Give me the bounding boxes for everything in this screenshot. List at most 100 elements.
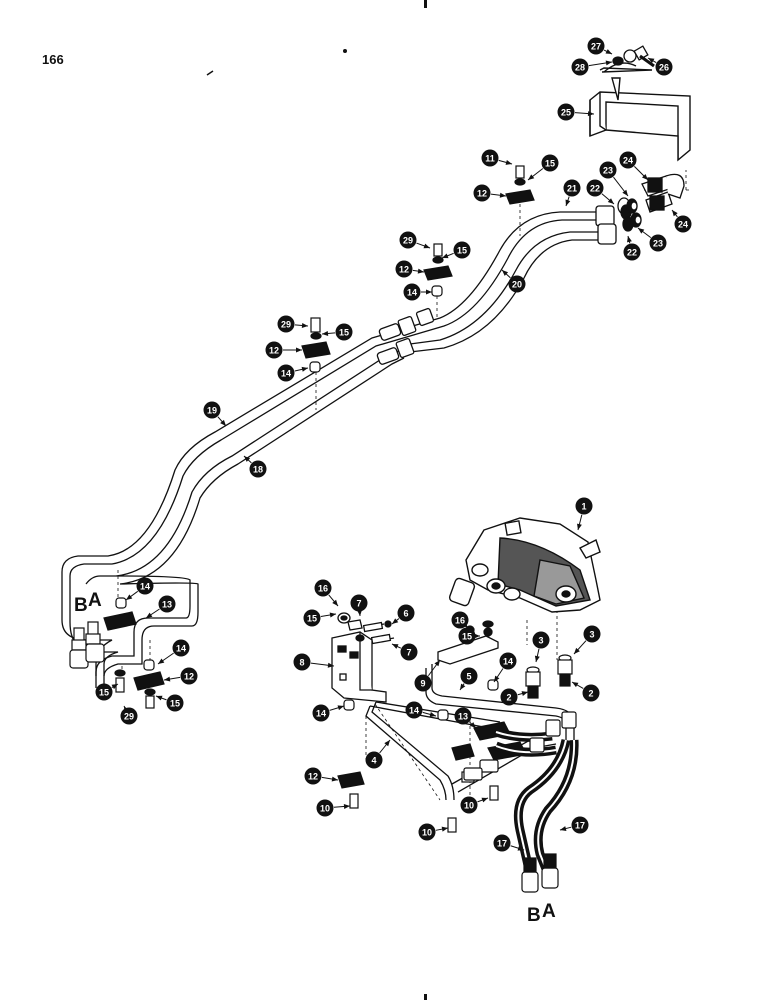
callout-15: 15 xyxy=(442,242,471,259)
callout-arrowhead xyxy=(500,193,506,198)
callout-arrowhead xyxy=(424,244,430,249)
callout-number: 12 xyxy=(399,265,409,275)
callout-arrowhead xyxy=(332,777,338,782)
callout-number: 29 xyxy=(281,320,291,330)
tube-nuts-middle xyxy=(377,308,434,365)
callout-number: 15 xyxy=(170,699,180,709)
callout-arrowhead xyxy=(418,269,424,274)
callout-number: 15 xyxy=(462,632,472,642)
port-label-left-b: B xyxy=(74,595,88,616)
callout-15: 15 xyxy=(96,684,119,701)
callout-19: 19 xyxy=(204,402,227,427)
callout-15: 15 xyxy=(156,695,184,712)
callout-number: 23 xyxy=(603,166,613,176)
callout-arrowhead xyxy=(506,160,512,165)
callout-3: 3 xyxy=(574,626,601,655)
callout-number: 11 xyxy=(485,154,495,164)
callout-number: 7 xyxy=(356,599,361,609)
callout-15: 15 xyxy=(322,324,353,341)
callout-number: 7 xyxy=(406,648,411,658)
callout-16: 16 xyxy=(315,580,339,607)
callout-arrowhead xyxy=(330,613,336,618)
callout-arrowhead xyxy=(126,594,132,600)
callout-14: 14 xyxy=(126,578,154,601)
port-label-left-a: A xyxy=(88,590,102,611)
callout-12: 12 xyxy=(474,185,507,202)
callout-number: 12 xyxy=(184,672,194,682)
callout-17: 17 xyxy=(560,817,589,834)
callout-arrowhead xyxy=(296,348,302,353)
callout-arrowhead xyxy=(622,190,628,196)
callout-number: 15 xyxy=(457,246,467,256)
callout-29: 29 xyxy=(400,232,431,249)
callout-arrowhead xyxy=(392,618,398,624)
callout-1: 1 xyxy=(576,498,593,531)
control-valve-1 xyxy=(448,518,600,612)
callout-14: 14 xyxy=(494,653,517,683)
callout-14: 14 xyxy=(313,705,345,722)
callout-number: 22 xyxy=(590,184,600,194)
callout-arrowhead xyxy=(146,613,152,618)
callout-14: 14 xyxy=(404,284,433,301)
callout-27: 27 xyxy=(588,38,613,55)
page-number: 166 xyxy=(42,52,64,67)
callout-12: 12 xyxy=(396,261,425,278)
callout-number: 4 xyxy=(371,756,376,766)
callout-number: 6 xyxy=(403,609,408,619)
callout-number: 2 xyxy=(588,689,593,699)
bolt-washer-26-27-28 xyxy=(613,46,654,66)
callout-22: 22 xyxy=(587,180,615,205)
callout-number: 24 xyxy=(678,220,688,230)
callout-9: 9 xyxy=(415,660,441,692)
callout-arrowhead xyxy=(535,656,540,662)
bracket-8 xyxy=(332,613,394,702)
callout-number: 16 xyxy=(455,616,465,626)
callout-7: 7 xyxy=(351,595,368,617)
callout-29: 29 xyxy=(278,316,309,333)
callout-arrowhead xyxy=(638,228,644,234)
callout-14: 14 xyxy=(158,640,190,665)
callout-number: 12 xyxy=(269,346,279,356)
callout-arrowhead xyxy=(426,290,432,295)
callout-arrowhead xyxy=(482,798,488,803)
callout-6: 6 xyxy=(392,605,415,625)
callout-22: 22 xyxy=(624,236,641,261)
callout-number: 5 xyxy=(466,672,471,682)
callout-arrowhead xyxy=(442,827,448,832)
callout-arrowhead xyxy=(302,367,308,372)
callout-4: 4 xyxy=(366,740,391,769)
callout-number: 23 xyxy=(653,239,663,249)
callout-21: 21 xyxy=(564,180,581,207)
callout-13: 13 xyxy=(146,596,176,619)
callout-12: 12 xyxy=(305,768,339,785)
callout-10: 10 xyxy=(317,800,351,817)
callout-2: 2 xyxy=(501,689,529,706)
callout-12: 12 xyxy=(164,668,198,685)
callout-number: 3 xyxy=(538,636,543,646)
callout-number: 24 xyxy=(623,156,633,166)
callout-number: 12 xyxy=(308,772,318,782)
callout-number: 29 xyxy=(124,712,134,722)
callout-number: 28 xyxy=(575,63,585,73)
callout-number: 29 xyxy=(403,236,413,246)
callout-number: 13 xyxy=(458,712,468,722)
callout-arrowhead xyxy=(566,200,571,206)
callout-number: 8 xyxy=(299,658,304,668)
callout-number: 21 xyxy=(567,184,577,194)
callout-7: 7 xyxy=(392,644,418,661)
callout-2: 2 xyxy=(572,682,600,702)
callout-arrowhead xyxy=(606,60,612,65)
callout-arrowhead xyxy=(434,660,440,666)
fittings-upper-right xyxy=(596,174,684,244)
callout-3: 3 xyxy=(533,632,550,663)
port-label-right-a: A xyxy=(542,901,556,922)
callout-number: 14 xyxy=(407,288,417,298)
callout-number: 16 xyxy=(318,584,328,594)
callout-number: 14 xyxy=(316,709,326,719)
callout-number: 15 xyxy=(99,688,109,698)
callout-number: 2 xyxy=(506,693,511,703)
callout-arrowhead xyxy=(672,210,678,216)
callout-15: 15 xyxy=(528,155,559,181)
